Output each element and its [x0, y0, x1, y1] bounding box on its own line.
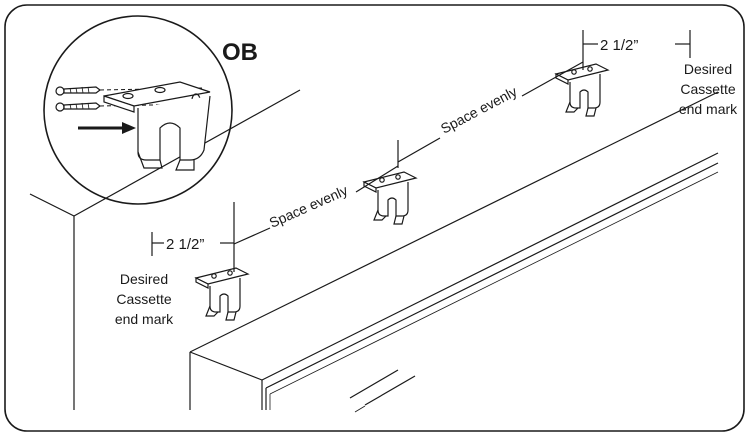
end-mark-left-line3: end mark — [115, 311, 174, 327]
end-mark-left-line2: Cassette — [116, 291, 171, 307]
space-evenly-lower-label: Space evenly — [267, 182, 350, 231]
bracket-left — [194, 267, 250, 321]
inset-title: OB — [222, 39, 258, 66]
offset-right-label: 2 1/2” — [600, 37, 638, 54]
space-evenly-lower-dimension — [233, 165, 399, 272]
end-mark-right-line1: Desired — [684, 61, 732, 77]
end-mark-left-line1: Desired — [120, 271, 168, 287]
bracket-middle — [362, 171, 418, 225]
measure-left — [151, 232, 234, 256]
end-mark-right-line3: end mark — [679, 101, 738, 117]
bracket-right — [554, 63, 610, 117]
offset-left-label: 2 1/2” — [166, 236, 204, 253]
space-evenly-upper-label: Space evenly — [438, 83, 520, 137]
bracket-detail — [103, 81, 211, 171]
end-mark-right-line2: Cassette — [680, 81, 735, 97]
screw-icon — [55, 86, 101, 96]
measure-right — [582, 30, 691, 70]
inset-detail: OB — [43, 15, 258, 205]
diagram-frame — [4, 4, 745, 432]
window-frame — [189, 91, 719, 413]
space-evenly-upper-dimension — [397, 61, 584, 168]
screw-icon — [55, 102, 101, 112]
insert-arrow-icon — [78, 122, 136, 134]
